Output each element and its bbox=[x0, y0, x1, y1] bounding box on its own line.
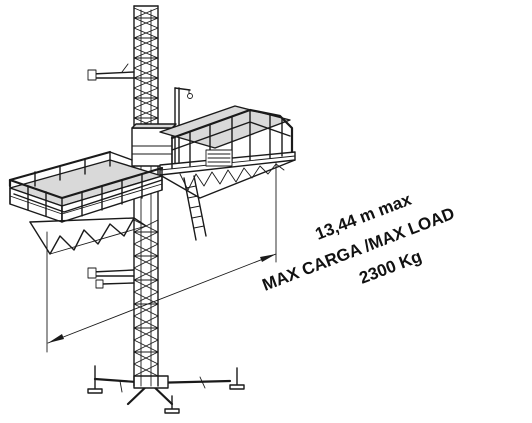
platform-left bbox=[8, 150, 164, 255]
drive-unit bbox=[131, 123, 177, 167]
dimension-lines bbox=[46, 159, 277, 353]
platform-right bbox=[159, 105, 296, 241]
annotation-text: 13,44 m max MAX CARGA /MAX LOAD 2300 Kg bbox=[260, 190, 458, 295]
wall-ties bbox=[87, 63, 135, 289]
base-outriggers bbox=[87, 365, 245, 414]
